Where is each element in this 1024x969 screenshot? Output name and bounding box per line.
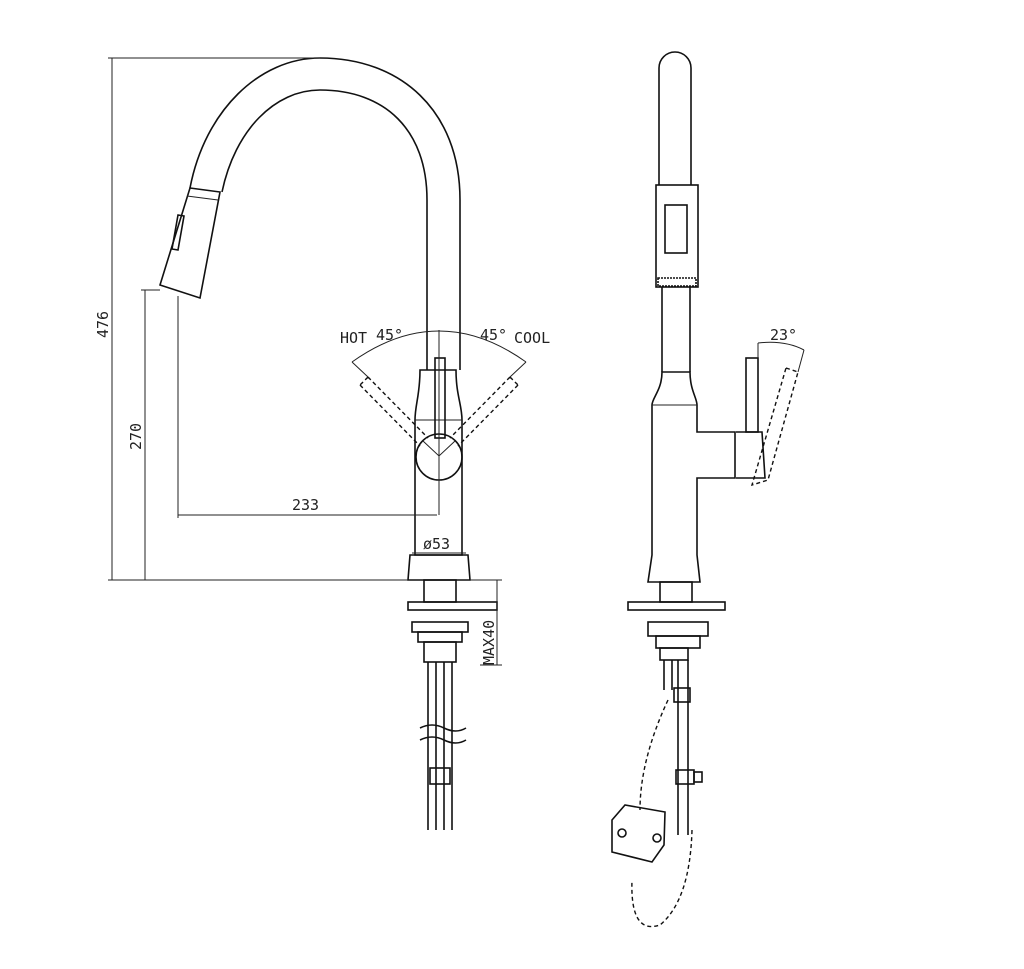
side-body bbox=[647, 371, 736, 583]
side-lever bbox=[745, 357, 759, 433]
dim-total-height: 476 bbox=[94, 311, 112, 338]
side-deck-plate bbox=[627, 601, 726, 611]
angle-arc bbox=[351, 330, 527, 363]
label-cool: COOL bbox=[514, 329, 550, 347]
spray-head bbox=[159, 187, 221, 300]
dim-reach: 233 bbox=[292, 496, 319, 514]
dim-lever-angle: 23° bbox=[770, 326, 797, 344]
front-view: 476 270 233 ø53 MAX40 HOT 45° 45° COOL bbox=[94, 57, 550, 830]
label-hot: HOT bbox=[340, 329, 367, 347]
handle-lever bbox=[434, 357, 446, 439]
dim-max-deck: MAX40 bbox=[480, 620, 498, 665]
deck-plate bbox=[407, 601, 498, 611]
label-hot-angle: 45° bbox=[376, 326, 403, 344]
base-collar bbox=[407, 554, 471, 581]
spout-outer bbox=[189, 57, 461, 370]
dim-body-diameter: ø53 bbox=[423, 535, 450, 553]
spout-inner bbox=[221, 89, 428, 370]
dim-spout-height: 270 bbox=[127, 423, 145, 450]
side-view: 23° bbox=[611, 51, 805, 928]
label-cool-angle: 45° bbox=[480, 326, 507, 344]
side-spout bbox=[658, 51, 692, 185]
counterweight bbox=[611, 804, 666, 863]
side-spray-head bbox=[655, 184, 699, 288]
lever-angle-arc bbox=[757, 341, 805, 351]
